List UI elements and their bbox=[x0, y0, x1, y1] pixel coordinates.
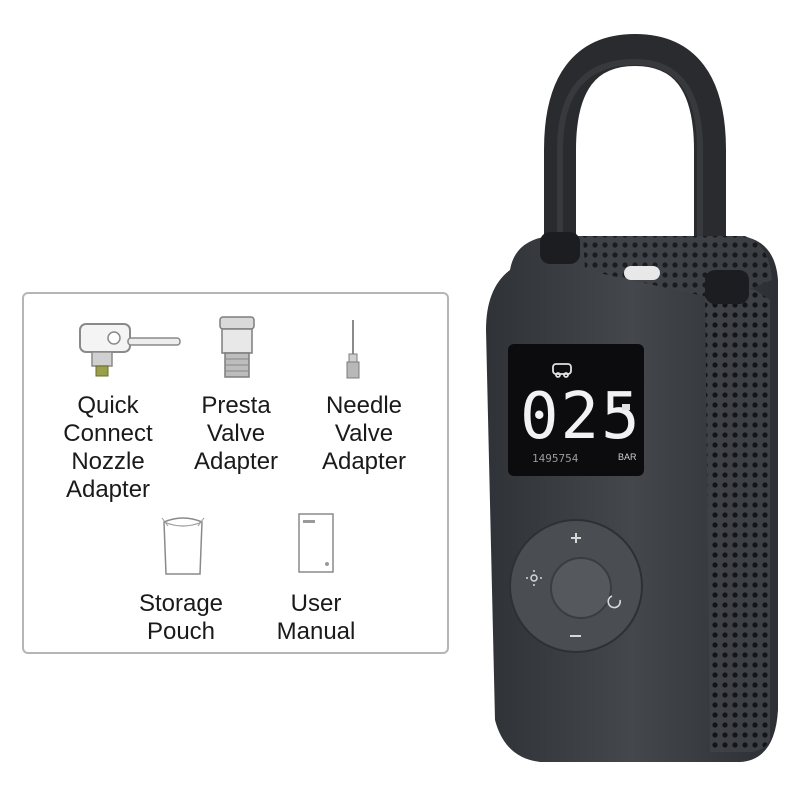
center-button bbox=[550, 557, 612, 619]
accessory-label-storage-pouch: Storage Pouch bbox=[138, 590, 224, 645]
mode-icon bbox=[607, 595, 621, 609]
top-button bbox=[624, 266, 660, 280]
light-icon bbox=[526, 570, 542, 586]
presta-valve-icon bbox=[219, 316, 255, 378]
user-manual-icon bbox=[298, 513, 334, 573]
accessory-label-user-manual: User Manual bbox=[276, 590, 356, 645]
hanging-loop-handle bbox=[544, 33, 726, 306]
control-dial bbox=[509, 519, 643, 653]
car-icon bbox=[552, 363, 572, 378]
quick-connect-nozzle-icon bbox=[79, 323, 181, 377]
needle-valve-icon bbox=[346, 320, 360, 379]
accessory-label-presta-valve-adapter: Presta Valve Adapter bbox=[193, 392, 279, 475]
display-value: 025 bbox=[520, 380, 642, 454]
display-small-readout: 1495754 bbox=[532, 452, 579, 465]
lcd-screen bbox=[508, 344, 644, 476]
accessory-label-needle-valve-adapter: Needle Valve Adapter bbox=[321, 392, 407, 475]
storage-pouch-icon bbox=[161, 517, 205, 575]
display-unit: BAR bbox=[618, 452, 637, 462]
plus-icon bbox=[571, 533, 581, 543]
accessory-label-quick-connect-nozzle-adapter: Quick Connect Nozzle Adapter bbox=[63, 392, 153, 503]
